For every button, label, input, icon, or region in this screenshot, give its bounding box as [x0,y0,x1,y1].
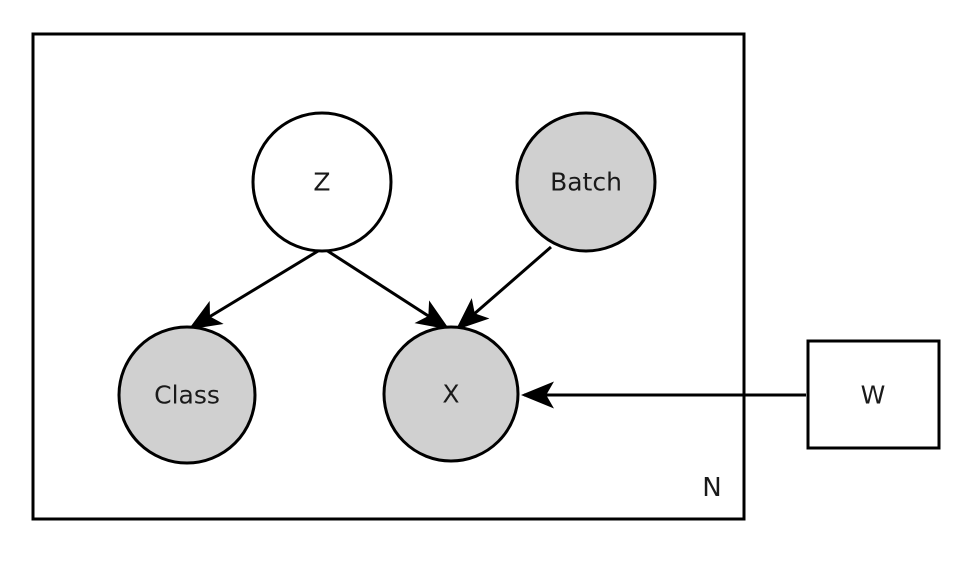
plate-label-n: N [702,473,721,503]
plate-rectangle [31,32,746,521]
node-batch-label: Batch [550,168,622,197]
node-class[interactable]: Class [117,325,257,465]
node-w[interactable]: W [806,339,941,450]
node-class-circle[interactable] [117,325,257,465]
node-x-circle[interactable] [382,325,520,463]
node-x[interactable]: X [382,325,520,463]
node-w-box[interactable] [806,339,941,450]
node-x-label: X [442,380,459,409]
node-batch-circle[interactable] [515,111,657,253]
edge-z-to-x [322,246,450,330]
edge-batch-to-x [455,245,552,330]
node-z-label: Z [313,168,330,197]
node-batch[interactable]: Batch [515,111,657,253]
node-z[interactable]: Z [251,111,393,253]
node-class-label: Class [154,381,220,410]
node-z-circle[interactable] [251,111,393,253]
node-w-label: W [861,381,886,410]
edge-z-to-class [188,246,324,330]
